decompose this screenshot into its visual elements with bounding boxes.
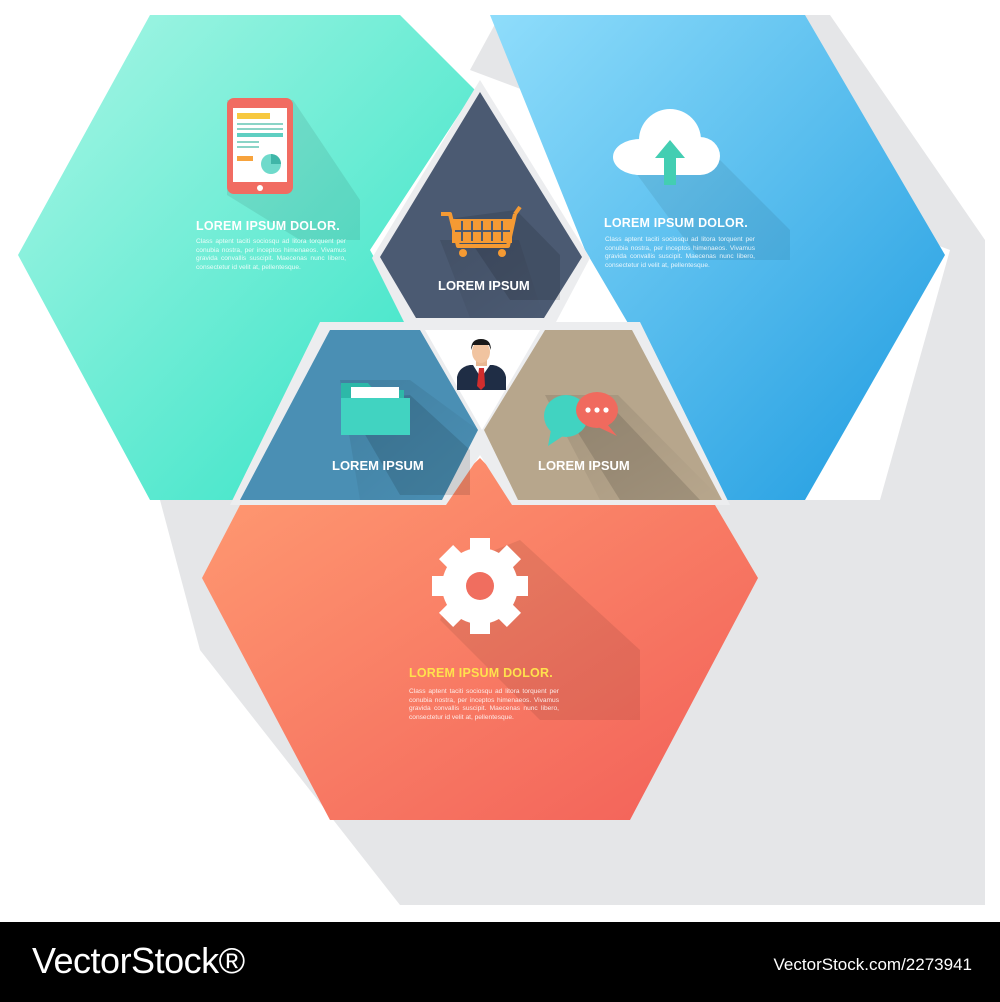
gear-icon: [432, 538, 640, 720]
chat-bubbles-icon: [544, 392, 700, 500]
bottom-title: LOREM IPSUM DOLOR.: [409, 666, 553, 680]
triangle-top: [380, 92, 582, 318]
top-right-body: Class aptent taciti sociosqu ad litora t…: [605, 236, 755, 269]
tablet-document-icon: [227, 98, 360, 240]
shopping-cart-icon: [441, 205, 560, 300]
cloud-upload-icon: [613, 109, 790, 260]
diagram: LOREM IPSUM DOLOR. Class aptent taciti s…: [18, 15, 985, 905]
top-left-body: Class aptent taciti sociosqu ad litora t…: [196, 238, 346, 271]
businessman-icon: [457, 339, 506, 390]
top-left-title: LOREM IPSUM DOLOR.: [196, 219, 340, 233]
image-id: VectorStock.com/2273941: [773, 955, 972, 974]
footer-bar: VectorStock® VectorStock.com/2273941: [0, 922, 1000, 1002]
folder-icon: [341, 383, 470, 495]
triangle-right-label: LOREM IPSUM: [538, 458, 630, 473]
hexagon-diagram-graphic: [18, 15, 985, 905]
hexagon-top-right: [490, 15, 945, 500]
vectorstock-logo: VectorStock®: [32, 940, 245, 981]
bottom-body: Class aptent taciti sociosqu ad litora t…: [409, 688, 559, 721]
triangle-top-label: LOREM IPSUM: [438, 278, 530, 293]
top-right-title: LOREM IPSUM DOLOR.: [604, 216, 748, 230]
hexagon-bottom: [202, 458, 758, 820]
triangle-left-label: LOREM IPSUM: [332, 458, 424, 473]
